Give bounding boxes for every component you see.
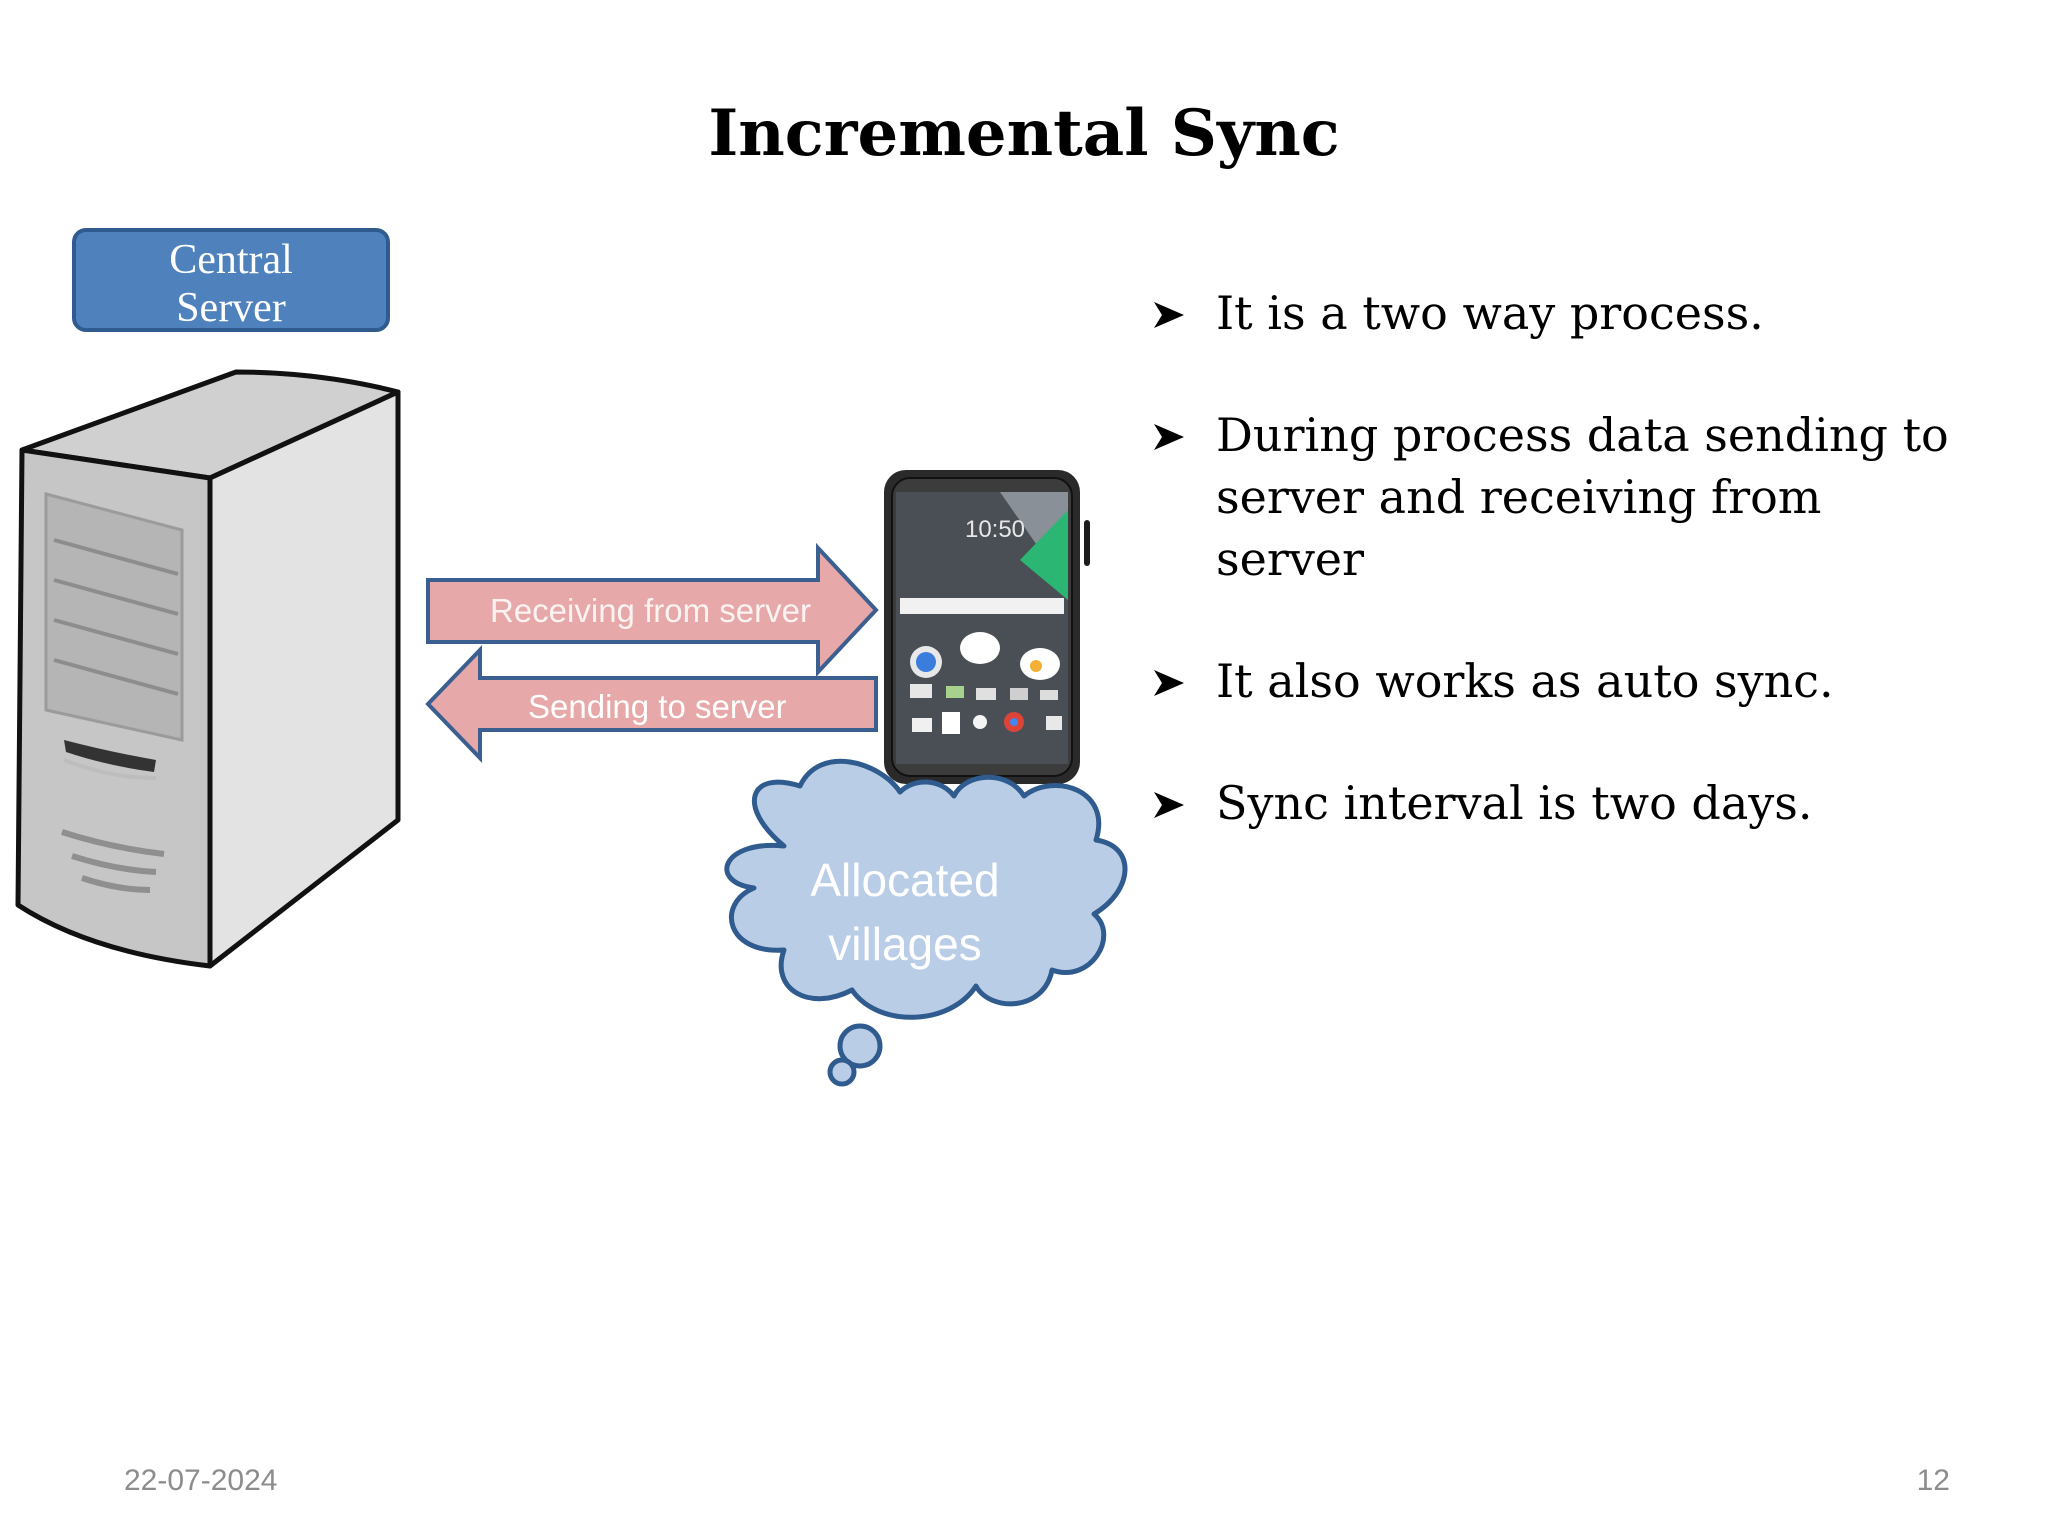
server-tower-icon [15, 369, 401, 969]
receiving-arrow [426, 542, 879, 678]
bullet-item: During process data sending to server an… [1150, 404, 1980, 590]
arrow-bullet-icon [1154, 302, 1184, 328]
arrow-bullet-icon [1154, 424, 1184, 450]
bullet-text: During process data sending to server an… [1216, 408, 1949, 586]
cloud-label: Allocated villages [760, 848, 1050, 976]
bullet-list: It is a two way process. During process … [1150, 282, 1980, 894]
footer-date: 22-07-2024 [124, 1464, 278, 1497]
sending-arrow-label: Sending to server [528, 688, 787, 725]
arrow-bullet-icon [1154, 670, 1184, 696]
page-number: 12 [1916, 1464, 1950, 1497]
bullet-text: Sync interval is two days. [1216, 776, 1813, 830]
bullet-item: It is a two way process. [1150, 282, 1980, 344]
sending-arrow [425, 645, 878, 763]
cloud-label-line-2: villages [828, 918, 982, 970]
central-server-label: Central Server [72, 228, 390, 332]
cloud-label-line-1: Allocated [810, 854, 1000, 906]
smartphone-icon [884, 470, 1090, 784]
bullet-item: Sync interval is two days. [1150, 772, 1980, 834]
cloud-icon [724, 758, 1128, 1087]
server-label-line-1: Central [169, 237, 293, 283]
receiving-arrow-label: Receiving from server [490, 592, 811, 629]
phone-clock: 10:50 [964, 516, 1026, 543]
server-label-line-2: Server [176, 285, 286, 331]
slide-title: Incremental Sync [708, 96, 1340, 171]
bullet-text: It is a two way process. [1216, 286, 1764, 340]
arrow-bullet-icon [1154, 792, 1184, 818]
bullet-text: It also works as auto sync. [1216, 654, 1834, 708]
bullet-item: It also works as auto sync. [1150, 650, 1980, 712]
